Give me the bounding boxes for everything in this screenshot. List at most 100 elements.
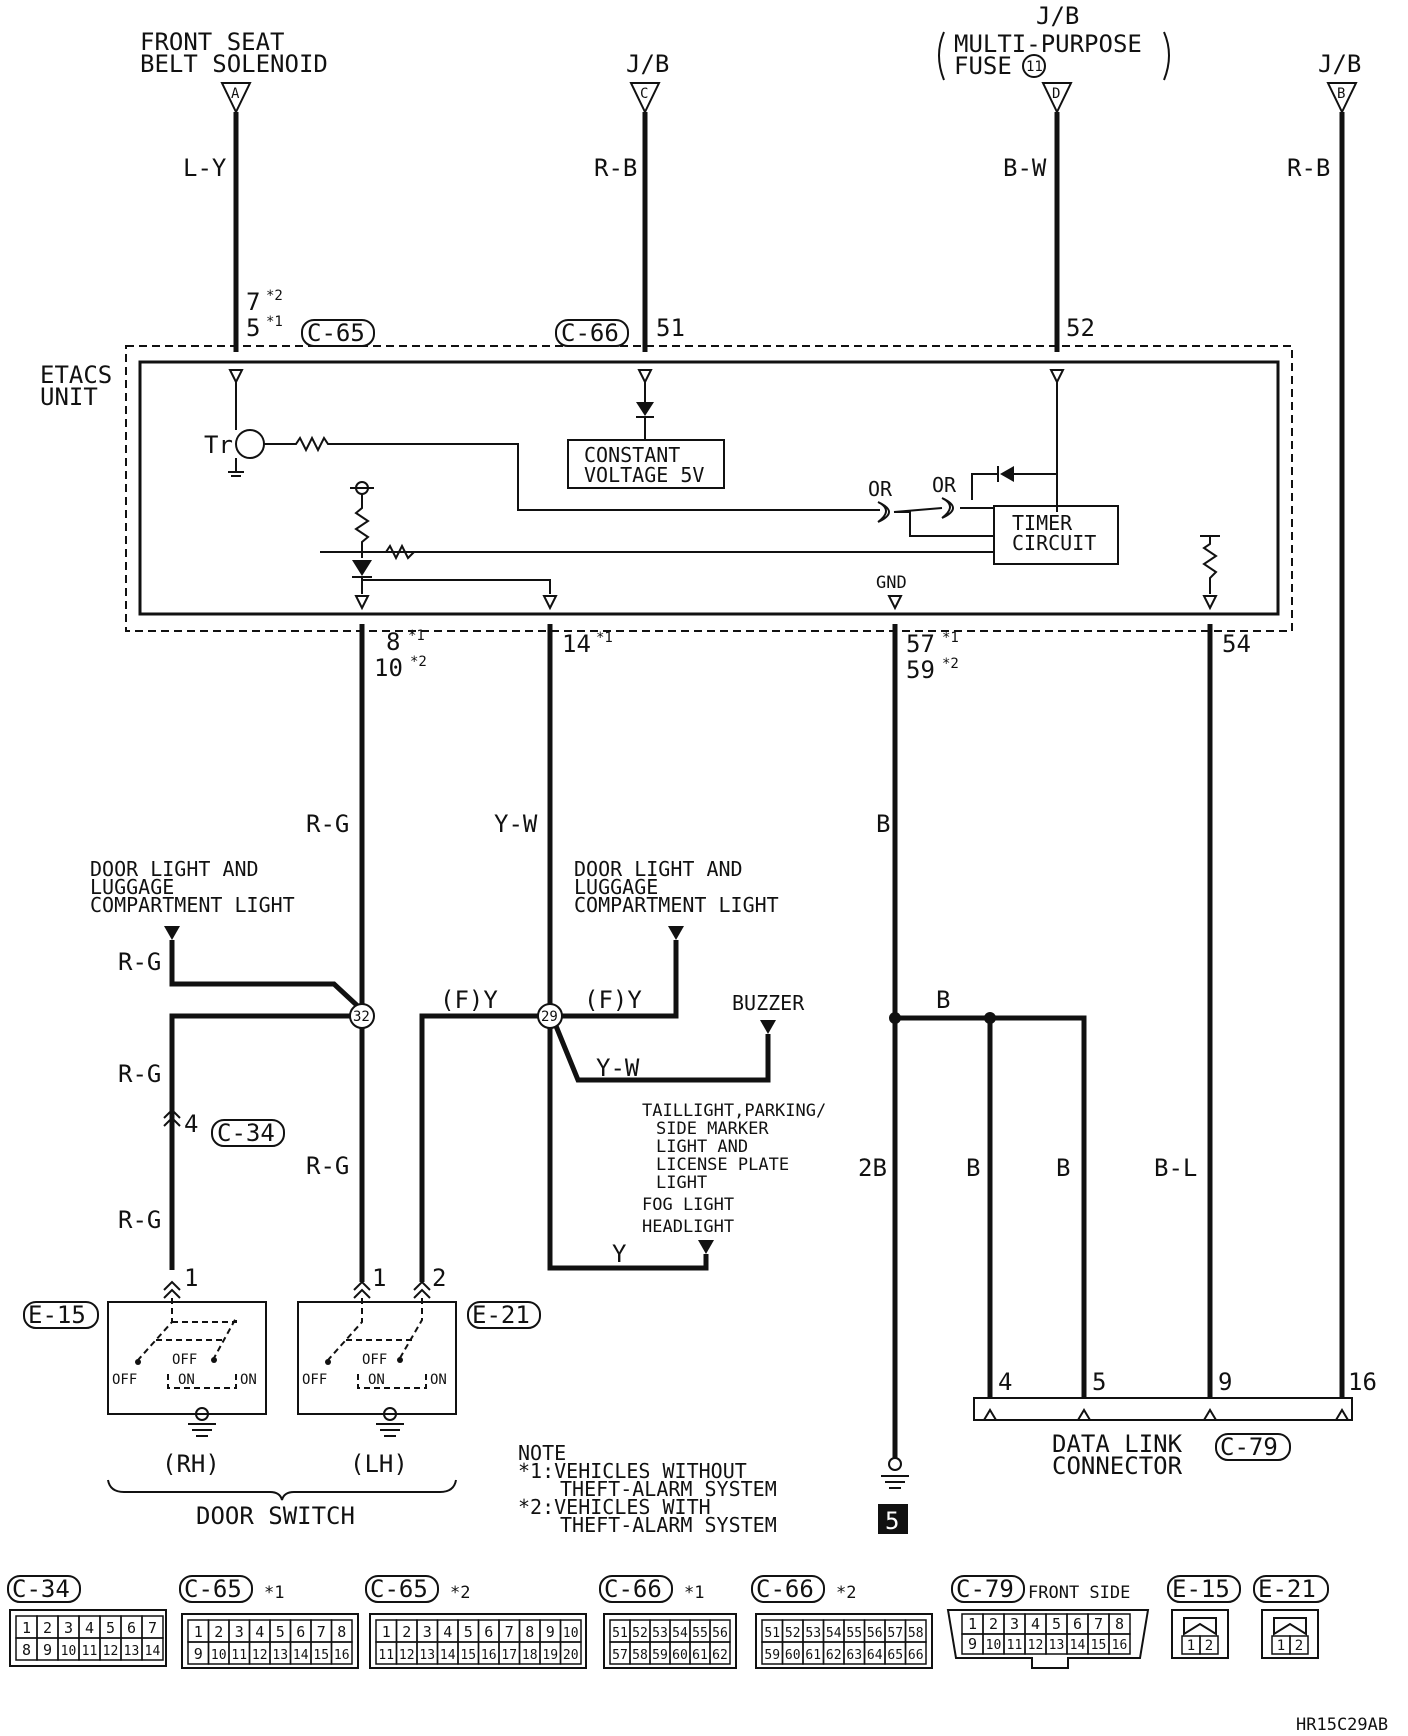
- pin-number: 10: [563, 1626, 579, 1641]
- front-seat-label-1: FRONT SEAT: [140, 28, 285, 56]
- pin-number: 66: [908, 1648, 924, 1663]
- door-switch-brace: [107, 1479, 457, 1501]
- pin-cell: [330, 1641, 353, 1665]
- cv-c66b-badge: [751, 1575, 825, 1603]
- pin-7: 7: [246, 288, 260, 316]
- c65-badge: [301, 319, 375, 347]
- dlc-title-1: DATA LINK: [1052, 1430, 1183, 1458]
- pin-7-note: *2: [266, 288, 283, 304]
- pin-number: 60: [785, 1648, 801, 1663]
- timer-circuit-box: [993, 505, 1119, 565]
- note-1-line-1: *1:VEHICLES WITHOUT: [518, 1459, 747, 1483]
- paren-right: [1163, 31, 1170, 81]
- lh-label: (LH): [350, 1450, 408, 1478]
- c34-pin: 4: [184, 1110, 198, 1138]
- dlc-pin-5: 5: [1092, 1368, 1106, 1396]
- figure-code: HR15C29AB: [1296, 1715, 1388, 1735]
- pin-number: 58: [632, 1648, 648, 1663]
- gnd-arrow: [887, 595, 903, 611]
- cv-label-1: CONSTANT: [584, 443, 680, 467]
- data-link-connector: 4 5 9 16 DATA LINK CONNECTOR C-79: [973, 1368, 1377, 1480]
- wire-fy-label-1: (F)Y: [440, 986, 498, 1014]
- lh-pin-2: 2: [432, 1264, 446, 1292]
- connector-a-triangle: [220, 82, 252, 115]
- door-light-right-1: DOOR LIGHT AND: [574, 857, 743, 881]
- pin-number: 16: [481, 1648, 497, 1663]
- e21-label: E-21: [472, 1301, 530, 1329]
- pin-number: 52: [785, 1626, 801, 1641]
- or2-label: OR: [932, 473, 957, 497]
- connector-b-triangle: [1326, 82, 1358, 115]
- pin-number: 4: [85, 1619, 94, 1637]
- wire-rg-door-light-left: [169, 940, 364, 1012]
- pin-number: 57: [887, 1626, 903, 1641]
- wire-b-label-1: B: [876, 810, 890, 838]
- constant-voltage-box: [567, 439, 725, 489]
- cv-c34-badge: [7, 1575, 81, 1603]
- dlc-body: [973, 1397, 1353, 1421]
- door-light-left-terminal: [164, 926, 180, 940]
- pin-number: 12: [1028, 1638, 1044, 1653]
- cv-e15-label: E-15: [1172, 1575, 1230, 1603]
- cv-c79-label: C-79: [956, 1575, 1014, 1603]
- pin-number: 6: [296, 1623, 305, 1641]
- lh-ground-icon: [376, 1423, 404, 1437]
- pin-number: 59: [764, 1648, 780, 1663]
- door-light-left-1: DOOR LIGHT AND: [90, 857, 259, 881]
- pin-14-note: *1: [596, 630, 613, 646]
- cv-c79-housing: [946, 1609, 1150, 1669]
- pin-number: 51: [612, 1626, 628, 1641]
- dlc-pin-4: 4: [998, 1368, 1012, 1396]
- wire-fy-door-light-right: [562, 940, 679, 1019]
- wire-yw-label-2: Y-W: [596, 1054, 640, 1082]
- fuse-number-circle: [1022, 54, 1046, 78]
- pin-number: 12: [252, 1648, 268, 1663]
- lights-terminal: [698, 1240, 714, 1254]
- pin-number: 8: [22, 1641, 31, 1659]
- pin-number: 16: [334, 1648, 350, 1663]
- note-2-line-2: THEFT-ALARM SYSTEM: [560, 1513, 777, 1537]
- cv-diode-bar: [636, 416, 654, 440]
- pin-number: 13: [1049, 1638, 1065, 1653]
- front-seat-label-2: BELT SOLENOID: [140, 50, 328, 78]
- pin-number: 57: [612, 1648, 628, 1663]
- pin-number: 1: [1277, 1638, 1285, 1654]
- buzzer-terminal: [760, 1020, 776, 1034]
- pin-cell: [904, 1641, 927, 1665]
- pin-a-arrow: [228, 369, 244, 385]
- cv-e15-housing: [1171, 1609, 1229, 1659]
- pin-number: 2: [214, 1623, 223, 1641]
- pin-number: 1: [968, 1615, 977, 1633]
- cv-c66b-housing: [755, 1613, 933, 1669]
- cv-c79-side: FRONT SIDE: [1028, 1583, 1130, 1603]
- junction-32-label: 32: [353, 1009, 370, 1025]
- wire-rb-label-1: R-B: [594, 154, 637, 182]
- wire-rg-label-2: R-G: [118, 948, 161, 976]
- pin-number: 9: [194, 1645, 203, 1663]
- lh-off-1: OFF: [302, 1372, 327, 1388]
- cv-c66a-housing: [603, 1613, 737, 1669]
- cv-diode-icon: [636, 402, 654, 416]
- pin-cell: [1199, 1635, 1219, 1655]
- note-title: NOTE: [518, 1441, 566, 1465]
- cv-c34-label: C-34: [12, 1575, 70, 1603]
- pin-number: 11: [231, 1648, 247, 1663]
- connector-d-letter: D: [1052, 86, 1060, 102]
- dlc-pin-4-icon: [983, 1408, 997, 1421]
- wire-yw-buzzer: [553, 1025, 771, 1083]
- rh-off-1: OFF: [112, 1372, 137, 1388]
- timer-diode-icon: [1000, 466, 1014, 482]
- pin-cell: [1108, 1633, 1131, 1655]
- pin-number: 2: [1205, 1638, 1213, 1654]
- paren-left: [938, 31, 945, 81]
- pin-51-arrow: [637, 369, 653, 385]
- pin-8: 8: [386, 628, 400, 656]
- wire-rg-label-3: R-G: [118, 1060, 161, 1088]
- cv-c66b-note: *2: [836, 1583, 856, 1603]
- cv-label-2: VOLTAGE 5V: [584, 463, 704, 487]
- wire-b-label-2: B: [936, 986, 950, 1014]
- pin-number: 9: [546, 1623, 555, 1641]
